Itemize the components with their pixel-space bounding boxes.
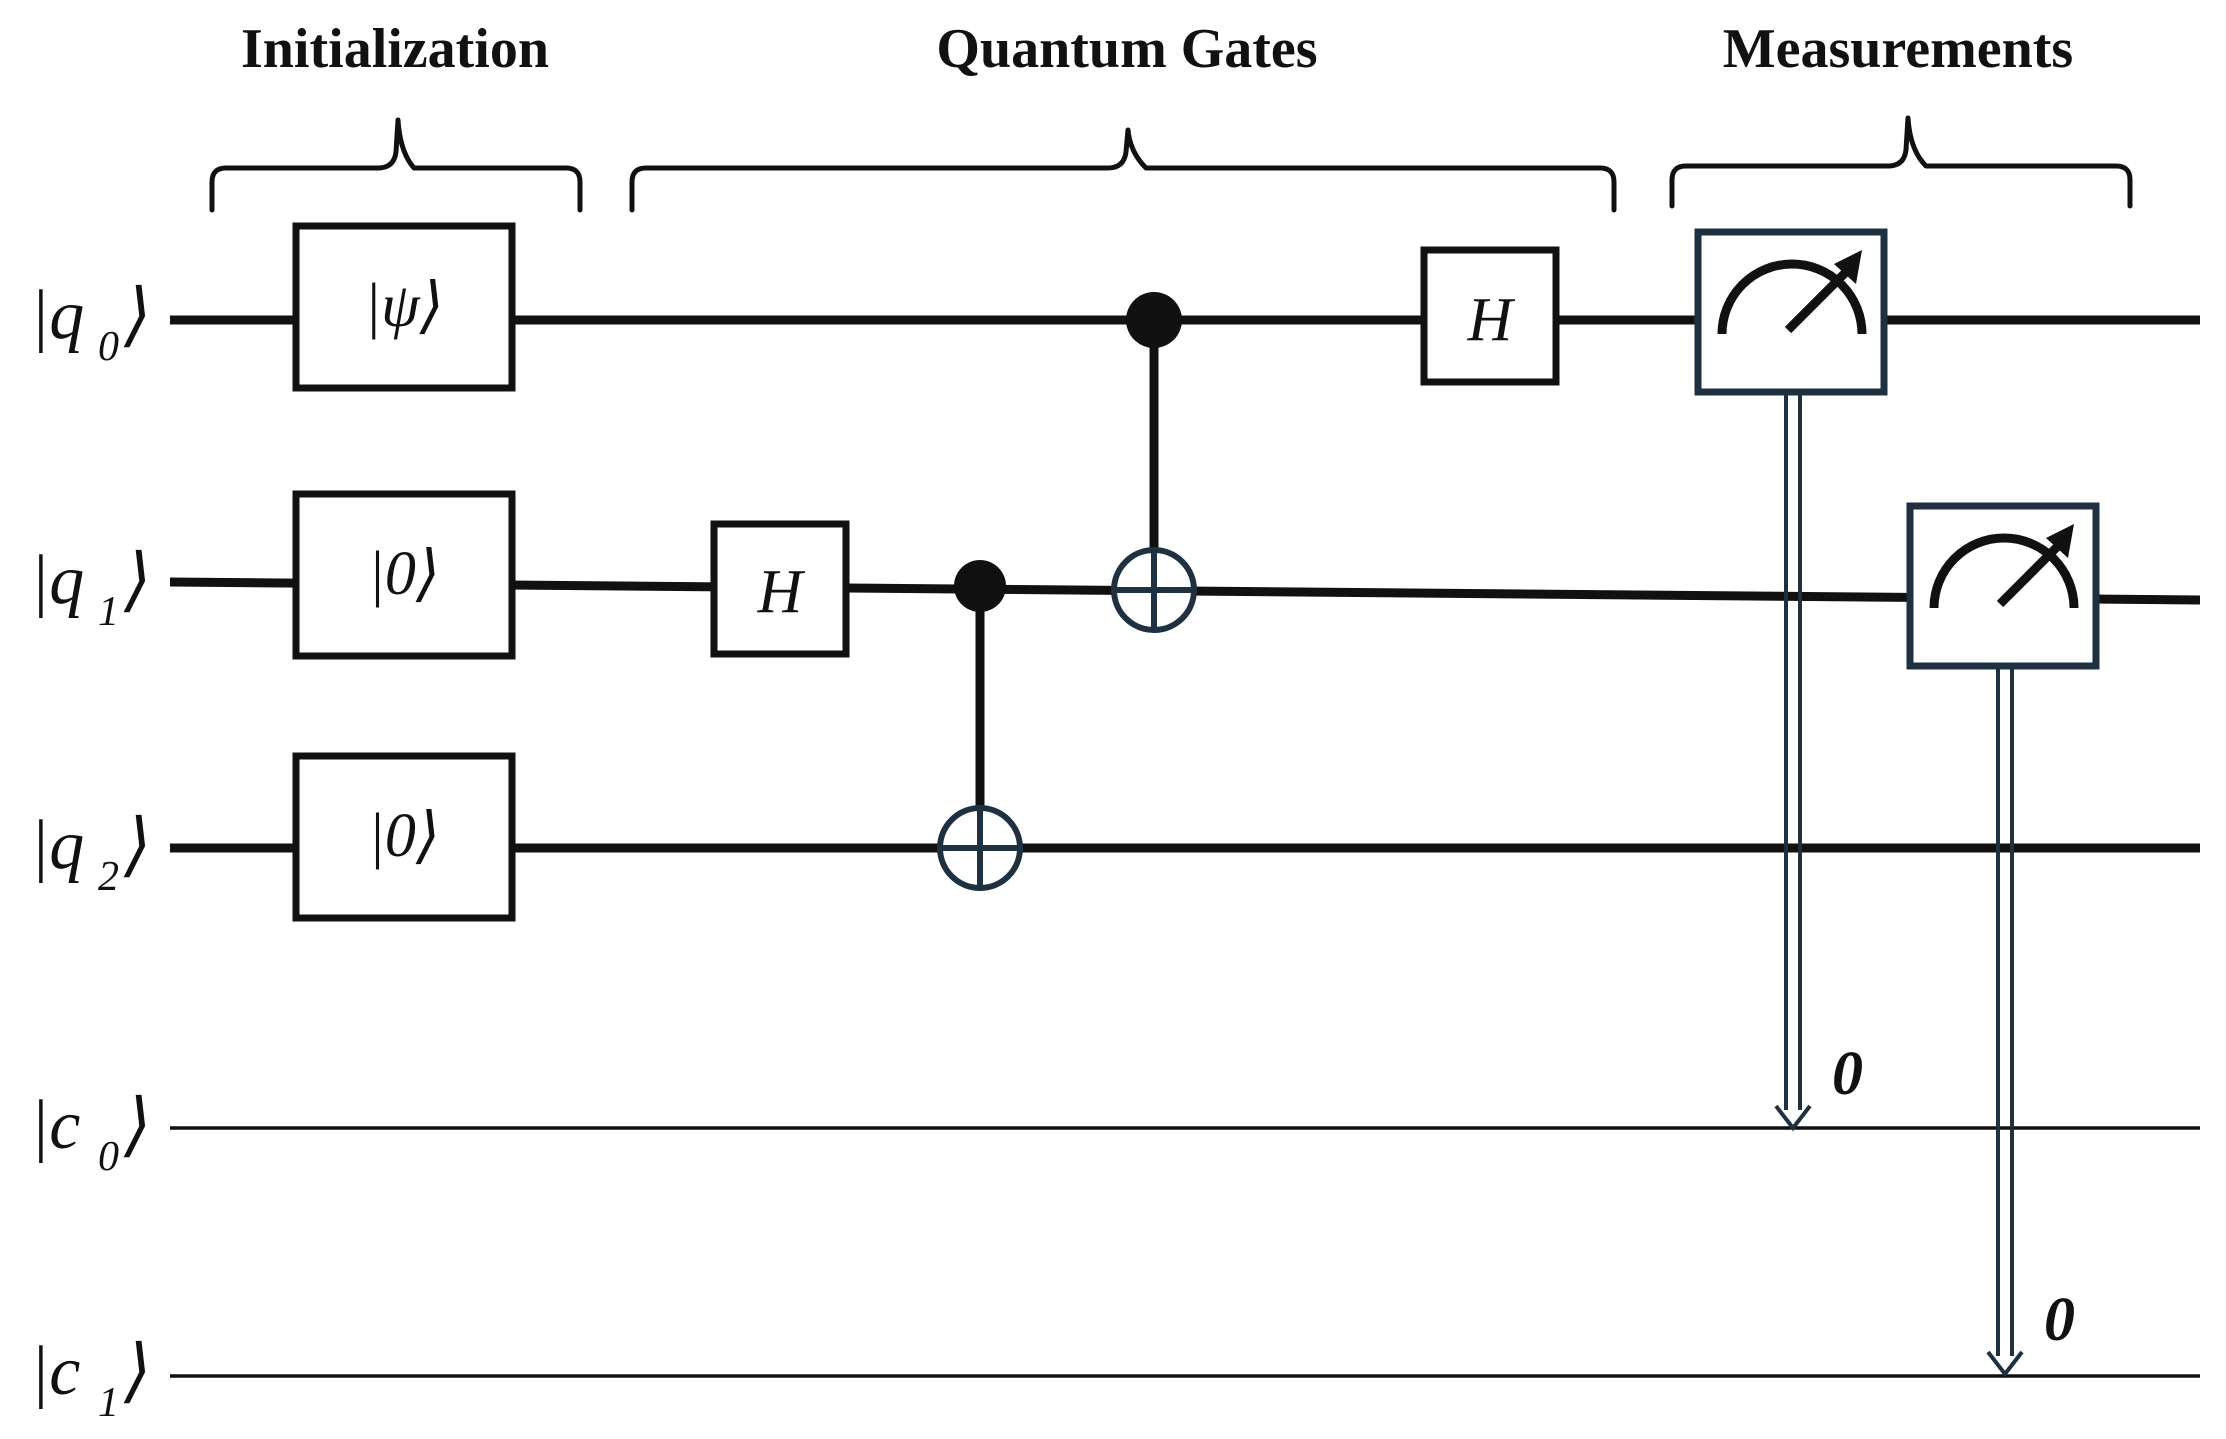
register-c0-base: |c: [30, 1087, 80, 1164]
register-c0-close: ⟩: [123, 1087, 151, 1164]
svg-text:|c: |c: [30, 1333, 80, 1410]
register-q0-base: |q: [30, 277, 84, 354]
init-gate-q0-label: |ψ⟩: [364, 272, 444, 340]
measurement-c0-value: 0: [1832, 1040, 1863, 1108]
register-c1-subscript: 1: [98, 1380, 119, 1426]
cnot-q1-control-dot: [954, 560, 1006, 612]
section-title-measurements: Measurements: [1723, 18, 2073, 80]
svg-text:|q: |q: [30, 807, 84, 884]
register-q2-base: |q: [30, 807, 84, 884]
svg-text:|q: |q: [30, 277, 84, 354]
svg-text:|c: |c: [30, 1087, 80, 1164]
register-q1-subscript: 1: [98, 589, 119, 635]
measurements-brace: [1669, 115, 2133, 209]
register-q1-base: |q: [30, 542, 84, 619]
measurement-q1: 0: [1906, 502, 2100, 1378]
init-gate-q2: |0⟩: [292, 752, 516, 922]
hadamard-gate-q0-label: H: [1467, 286, 1516, 354]
register-q1-close: ⟩: [123, 542, 151, 619]
register-label-q2: |q 2 ⟩: [30, 807, 151, 900]
meter-q1-dial-icon: [1929, 533, 2079, 609]
init-gate-q0: |ψ⟩: [292, 222, 516, 392]
measurement-q0-arrow: [1774, 1104, 1812, 1132]
measurement-q1-arrow: [1986, 1350, 2024, 1378]
init-gate-q1: |0⟩: [292, 490, 516, 660]
meter-q0-dial-icon: [1717, 259, 1867, 335]
cnot-q2-target: [937, 805, 1023, 891]
measurement-c1-value: 0: [2044, 1286, 2075, 1354]
register-label-c1: |c 1 ⟩: [30, 1333, 151, 1426]
init-gate-q2-label: |0⟩: [368, 802, 440, 870]
cnot-q1-target: [1111, 547, 1197, 633]
register-c1-close: ⟩: [123, 1333, 151, 1410]
cnot-q1-q2: [937, 560, 1023, 891]
meter-q1-needle-icon: [2046, 524, 2074, 558]
section-title-initialization: Initialization: [241, 18, 549, 80]
cnot-q0-control-dot: [1126, 292, 1182, 348]
measurement-q0: 0: [1694, 228, 1888, 1132]
register-label-c0: |c 0 ⟩: [30, 1087, 151, 1180]
register-label-q0: |q 0 ⟩: [30, 277, 151, 370]
register-label-q1: |q 1 ⟩: [30, 542, 151, 635]
meter-q0-needle-icon: [1834, 250, 1862, 284]
hadamard-gate-q1: H: [710, 520, 850, 658]
register-q2-close: ⟩: [123, 807, 151, 884]
register-q0-close: ⟩: [123, 277, 151, 354]
register-q0-subscript: 0: [98, 324, 119, 370]
cnot-q0-q1: [1111, 292, 1197, 633]
register-q2-subscript: 2: [98, 854, 119, 900]
init-gate-q1-label: |0⟩: [368, 540, 440, 608]
section-title-quantum-gates: Quantum Gates: [936, 18, 1317, 80]
svg-text:|q: |q: [30, 542, 84, 619]
register-c1-base: |c: [30, 1333, 80, 1410]
hadamard-gate-q0: H: [1420, 246, 1560, 386]
quantum-gates-brace: [629, 127, 1617, 213]
register-c0-subscript: 0: [98, 1134, 119, 1180]
hadamard-gate-q1-label: H: [757, 558, 806, 626]
initialization-brace: [209, 117, 583, 213]
